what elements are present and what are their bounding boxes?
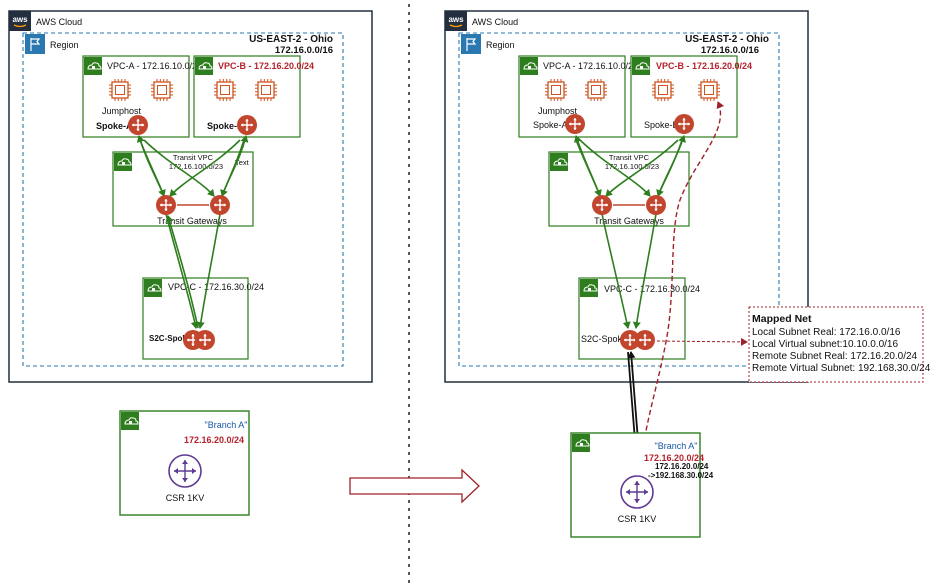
mapped-traffic-path: [639, 101, 725, 471]
vpc-icon: [113, 152, 133, 172]
vpc-icon: [194, 56, 214, 76]
vpc-icon: [83, 56, 103, 76]
spoke-b-router-icon: [673, 113, 695, 135]
transit-gateway-router-icon: [209, 194, 231, 216]
transit-gateway-router-icon: [155, 194, 177, 216]
vpc-icon: [631, 56, 651, 76]
jumphost-label: Jumphost: [102, 106, 142, 116]
csr-label: CSR 1KV: [166, 493, 205, 503]
transit-cidr-label: 172.16.100.0/23: [605, 162, 659, 171]
spoke-a-label: Spoke-A: [533, 120, 568, 130]
vpc-a-label: VPC-A - 172.16.10.0/24: [543, 61, 638, 71]
vpc-icon: [579, 278, 599, 298]
csr-router-icon: [620, 475, 654, 509]
spoke-a-router-icon: [564, 113, 586, 135]
vpc-icon: [571, 433, 591, 453]
mapped-net-title: Mapped Net: [752, 313, 812, 325]
mapped-net-pointer: [656, 337, 748, 346]
vpc-icon: [143, 278, 163, 298]
region-cidr: 172.16.0.0/16: [275, 45, 333, 56]
vpc-c-label: VPC-C - 172.16.30.0/24: [168, 282, 264, 292]
spoke-b-router-icon: [236, 114, 258, 136]
mapped-net-line: Remote Subnet Real: 172.16.20.0/24: [752, 351, 918, 362]
aws-cloud-label: AWS Cloud: [472, 17, 518, 27]
vpc-b-label: VPC-B - 172.16.20.0/24: [656, 61, 752, 71]
s2c-spoke-label: S2C-Spoke: [581, 334, 627, 344]
aws-logo-icon: [444, 10, 468, 32]
transit-gateways-label: Transit Gateways: [594, 216, 664, 226]
spoke-a-router-icon: [127, 114, 149, 136]
aws-cloud-label: AWS Cloud: [36, 17, 82, 27]
aws-cloud-box: [8, 10, 373, 383]
spoke-b-label: Spoke-B: [207, 121, 244, 131]
region-label: Region: [50, 40, 79, 50]
transit-vpc-label: Transit VPC: [609, 153, 650, 162]
vpc-c-label: VPC-C - 172.16.30.0/24: [604, 284, 700, 294]
mapped-net-box: [748, 306, 924, 383]
vpc-b-label: VPC-B - 172.16.20.0/24: [218, 61, 314, 71]
branch-map-real: 172.16.20.0/24: [655, 462, 709, 471]
branch-a-label: "Branch A": [205, 420, 248, 430]
mapped-net-line: Local Virtual subnet:10.10.0.0/16: [752, 339, 898, 350]
region-box: [22, 32, 344, 367]
region-flag-icon: [460, 33, 482, 55]
vpc-icon: [519, 56, 539, 76]
spoke-a-label: Spoke-A: [96, 121, 133, 131]
region-name: US-EAST-2 - Ohio: [249, 34, 333, 45]
branch-a-label: "Branch A": [655, 441, 698, 451]
aws-cloud-box: [444, 10, 809, 383]
transit-cidr-label: 172.16.100.0/23: [169, 162, 223, 171]
right-diagram: AWS Cloud Region US-EAST-2 - Ohio 172.16…: [444, 10, 931, 538]
branch-map-virtual: ->192.168.30.0/24: [648, 471, 714, 480]
vpc-icon: [120, 411, 140, 431]
csr-router-icon: [168, 454, 202, 488]
s2c-spoke-router-icon: [194, 329, 216, 351]
csr-label: CSR 1KV: [618, 514, 657, 524]
jumphost-label: Jumphost: [538, 106, 578, 116]
region-cidr: 172.16.0.0/16: [701, 45, 759, 56]
branch-a-cidr: 172.16.20.0/24: [184, 435, 244, 445]
s2c-spoke-router-icon: [634, 329, 656, 351]
spoke-b-label: Spoke-B: [644, 120, 679, 130]
vpc-a-label: VPC-A - 172.16.10.0/24: [107, 61, 202, 71]
transit-vpc-label: Transit VPC: [173, 153, 214, 162]
transit-vpc-box: [548, 151, 690, 227]
transit-gateways-label: Transit Gateways: [157, 216, 227, 226]
transit-text-label: Text: [235, 158, 250, 167]
region-box: [458, 32, 780, 367]
region-label: Region: [486, 40, 515, 50]
left-diagram: AWS Cloud Region US-EAST-2 - Ohio 172.16…: [8, 10, 373, 516]
region-flag-icon: [24, 33, 46, 55]
transit-gateway-router-icon: [591, 194, 613, 216]
branch-a-cidr: 172.16.20.0/24: [644, 453, 704, 463]
transit-vpc-box: [112, 151, 254, 227]
left-connections: [136, 135, 249, 329]
mapped-net-line: Remote Virtual Subnet: 192.168.30.0/24: [752, 363, 931, 374]
transform-arrow: [349, 468, 480, 504]
transit-gateway-router-icon: [645, 194, 667, 216]
right-connections: [574, 135, 686, 329]
region-name: US-EAST-2 - Ohio: [685, 34, 769, 45]
vpc-icon: [549, 152, 569, 172]
aws-logo-icon: [8, 10, 32, 32]
mapped-net-line: Local Subnet Real: 172.16.0.0/16: [752, 327, 901, 338]
s2c-spoke-label: S2C-Spoke: [149, 334, 192, 343]
